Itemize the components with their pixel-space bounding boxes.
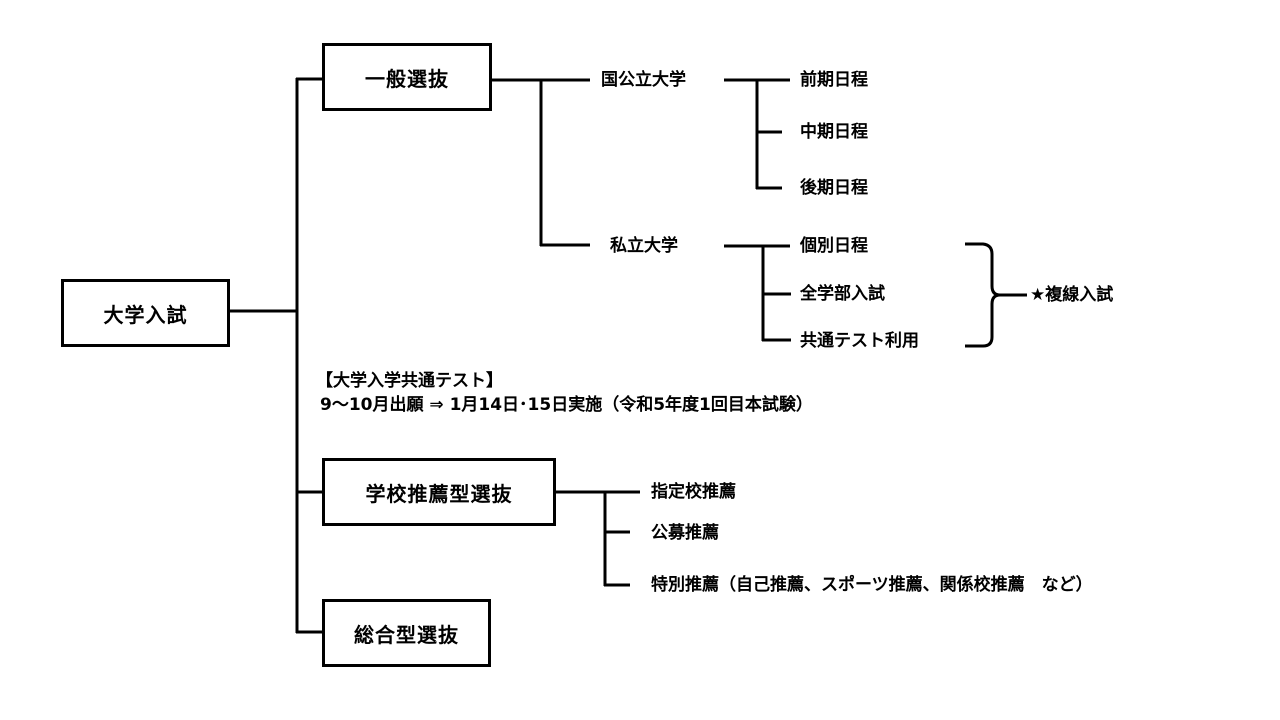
school-recommendation-box: 学校推薦型選抜 xyxy=(322,458,556,526)
private-university-label: 私立大学 xyxy=(610,236,678,256)
private-item: 個別日程 xyxy=(800,236,868,256)
root-label: 大学入試 xyxy=(103,302,188,327)
national-item: 後期日程 xyxy=(800,178,868,198)
recommendation-item: 特別推薦（自己推薦、スポーツ推薦、関係校推薦 など） xyxy=(651,575,1093,595)
root-box: 大学入試 xyxy=(61,279,230,347)
multi-track-label: ★複線入試 xyxy=(1030,285,1114,305)
private-item: 全学部入試 xyxy=(800,284,885,304)
comprehensive-selection-box: 総合型選抜 xyxy=(322,599,491,667)
common-test-detail: 9～10月出願 ⇒ 1月14日･15日実施（令和5年度1回目本試験） xyxy=(320,395,813,415)
school-recommendation-label: 学校推薦型選抜 xyxy=(365,481,513,506)
comprehensive-selection-label: 総合型選抜 xyxy=(354,622,459,647)
national-item: 前期日程 xyxy=(800,70,868,90)
brace xyxy=(965,242,1027,348)
recommendation-item: 指定校推薦 xyxy=(651,482,736,502)
general-selection-box: 一般選抜 xyxy=(322,43,492,111)
national-item: 中期日程 xyxy=(800,122,868,142)
common-test-title: 【大学入学共通テスト】 xyxy=(316,371,503,391)
private-item: 共通テスト利用 xyxy=(800,331,919,351)
recommendation-item: 公募推薦 xyxy=(651,523,719,543)
general-selection-label: 一般選抜 xyxy=(365,66,449,91)
national-university-label: 国公立大学 xyxy=(601,70,686,90)
